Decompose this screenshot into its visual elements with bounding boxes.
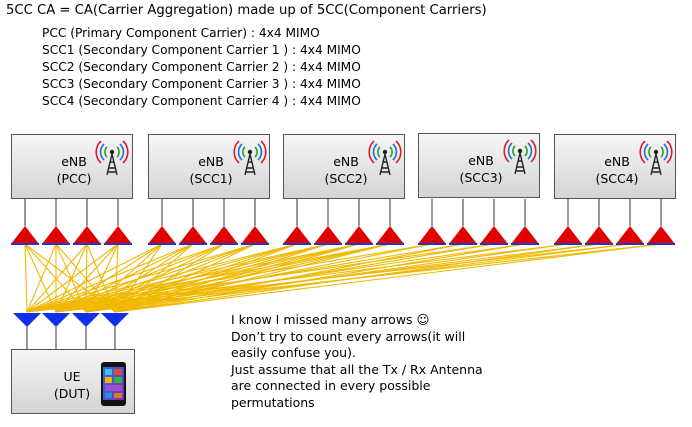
connection-arrow bbox=[55, 243, 391, 313]
ue-label: UE bbox=[63, 369, 81, 384]
enb-scc2-box: eNB (SCC2) bbox=[283, 134, 405, 199]
connection-arrow bbox=[26, 243, 256, 313]
note-text: I know I missed many arrows ☺ Don’t try … bbox=[231, 312, 483, 412]
cell-tower-icon bbox=[368, 140, 402, 176]
enb-scc3-box: eNB (SCC3) bbox=[418, 133, 540, 198]
tx-antenna-icon bbox=[179, 226, 207, 244]
enb-carrier-label: (SCC4) bbox=[595, 171, 639, 186]
antennas-layer bbox=[11, 199, 675, 349]
carrier-list: PCC (Primary Component Carrier) : 4x4 MI… bbox=[42, 25, 361, 110]
connection-arrow bbox=[26, 243, 57, 313]
note-line: Don’t try to count every arrows(it will bbox=[231, 328, 466, 344]
enb-label: eNB bbox=[333, 154, 359, 169]
enb-label: eNB bbox=[61, 154, 87, 169]
note-line: easily confuse you). bbox=[231, 345, 356, 361]
connection-arrow bbox=[26, 243, 194, 313]
tx-antenna-icon bbox=[210, 226, 238, 244]
tx-antenna-icon bbox=[418, 226, 446, 244]
enb-scc4-box: eNB (SCC4) bbox=[554, 134, 676, 199]
diagram-title: 5CC CA = CA(Carrier Aggregation) made up… bbox=[6, 3, 487, 18]
connection-arrow bbox=[26, 243, 569, 313]
ue-dut-label: (DUT) bbox=[53, 386, 91, 401]
cell-tower-icon bbox=[639, 140, 673, 176]
tx-antenna-icon bbox=[585, 226, 613, 244]
connection-arrow bbox=[26, 243, 360, 313]
connection-arrow bbox=[26, 243, 225, 313]
tx-antenna-icon bbox=[73, 226, 101, 244]
rx-antenna-icon bbox=[42, 313, 70, 327]
enb-carrier-label: (SCC3) bbox=[459, 170, 503, 185]
tx-antenna-icon bbox=[511, 226, 539, 244]
connection-arrow bbox=[114, 243, 526, 313]
carrier-pcc: PCC (Primary Component Carrier) : 4x4 MI… bbox=[42, 26, 320, 40]
connection-arrow bbox=[24, 243, 28, 313]
enb-carrier-label: (SCC1) bbox=[189, 171, 233, 186]
enb-carrier-label: (SCC2) bbox=[324, 171, 368, 186]
enb-label: eNB bbox=[198, 154, 224, 169]
tx-antenna-icon bbox=[11, 226, 39, 244]
cell-tower-icon bbox=[503, 139, 537, 175]
connections-layer bbox=[24, 243, 662, 313]
enb-label: eNB bbox=[604, 154, 630, 169]
connection-arrow bbox=[55, 243, 526, 313]
tx-antenna-icon bbox=[647, 226, 675, 244]
tx-antenna-icon bbox=[241, 226, 269, 244]
note-line: Just assume that all the Tx / Rx Antenna bbox=[231, 361, 483, 377]
rx-antenna-icon bbox=[13, 313, 41, 327]
carrier-scc4: SCC4 (Secondary Component Carrier 4 ) : … bbox=[42, 94, 361, 108]
enb-label: eNB bbox=[468, 153, 494, 168]
tx-antenna-icon bbox=[345, 226, 373, 244]
connection-arrow bbox=[26, 243, 329, 313]
rx-antenna-icon bbox=[72, 313, 100, 327]
tx-antenna-icon bbox=[314, 226, 342, 244]
enb-carrier-label: (PCC) bbox=[56, 171, 92, 186]
connection-arrow bbox=[24, 243, 57, 313]
connection-arrow bbox=[55, 243, 662, 313]
connection-arrow bbox=[26, 243, 119, 313]
carrier-scc2: SCC2 (Secondary Component Carrier 2 ) : … bbox=[42, 60, 361, 74]
connection-arrow bbox=[26, 243, 163, 313]
connection-arrow bbox=[26, 243, 88, 313]
carrier-scc1: SCC1 (Secondary Component Carrier 1 ) : … bbox=[42, 43, 361, 57]
tx-antenna-icon bbox=[554, 226, 582, 244]
enb-scc1-box: eNB (SCC1) bbox=[148, 134, 270, 199]
cell-tower-icon bbox=[233, 140, 267, 176]
smartphone-icon bbox=[101, 362, 126, 406]
tx-antenna-icon bbox=[148, 226, 176, 244]
connection-arrow bbox=[26, 243, 433, 313]
cell-tower-icon bbox=[95, 140, 129, 176]
connection-arrow bbox=[85, 243, 391, 313]
tx-antenna-icon bbox=[480, 226, 508, 244]
note-line: permutations bbox=[231, 394, 315, 410]
tx-antenna-icon bbox=[42, 226, 70, 244]
tx-antenna-icon bbox=[616, 226, 644, 244]
connection-arrow bbox=[26, 243, 298, 313]
note-line: I know I missed many arrows ☺ bbox=[231, 312, 430, 327]
tx-antenna-icon bbox=[283, 226, 311, 244]
connection-arrow bbox=[26, 243, 391, 313]
connection-arrow bbox=[114, 243, 662, 313]
carrier-scc3: SCC3 (Secondary Component Carrier 3 ) : … bbox=[42, 77, 361, 91]
tx-antenna-icon bbox=[104, 226, 132, 244]
connection-arrow bbox=[26, 243, 495, 313]
tx-antenna-icon bbox=[376, 226, 404, 244]
tx-antenna-icon bbox=[449, 226, 477, 244]
connection-arrow bbox=[26, 243, 631, 313]
rx-antenna-icon bbox=[101, 313, 129, 327]
note-line: are connected in every possible bbox=[231, 378, 431, 394]
enb-pcc-box: eNB (PCC) bbox=[11, 134, 133, 199]
